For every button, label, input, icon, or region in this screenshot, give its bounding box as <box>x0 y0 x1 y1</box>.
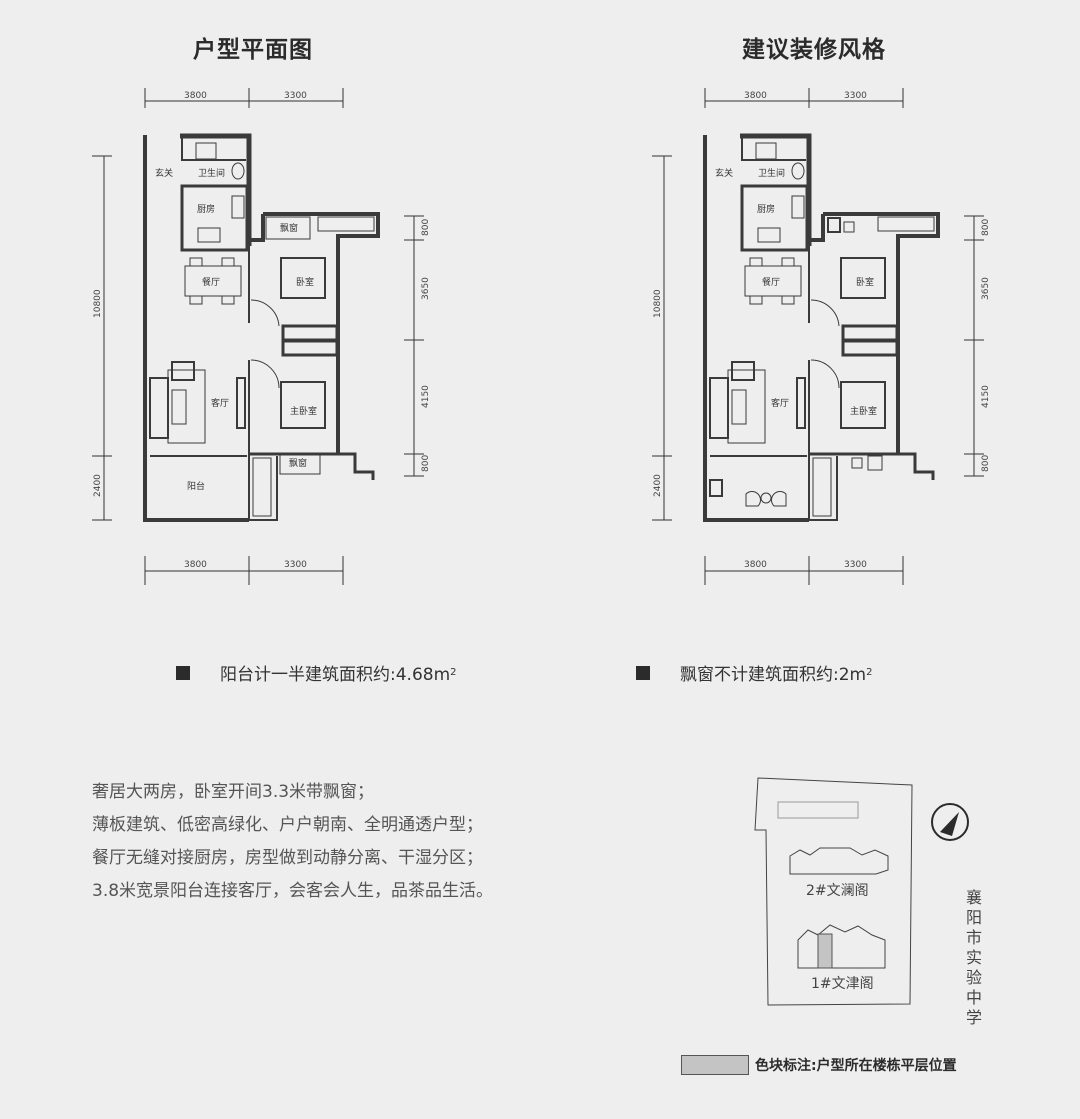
description-line: 薄板建筑、低密高绿化、户户朝南、全明通透户型； <box>92 815 483 835</box>
dim-right-1: 800 <box>981 219 991 236</box>
dim-right-2: 3650 <box>981 277 991 300</box>
room-balcony: 阳台 <box>187 480 205 492</box>
room-bay-window-bottom: 飘窗 <box>289 457 307 469</box>
room-kitchen: 厨房 <box>757 203 775 215</box>
dim-top-b: 3300 <box>844 91 867 101</box>
dim-left-total: 10800 <box>93 289 103 318</box>
room-dining: 餐厅 <box>762 276 780 288</box>
dim-right-4: 800 <box>421 455 431 472</box>
area-unit-superscript: 2 <box>866 667 873 678</box>
floor-plan-right: 3800 3300 3800 3300 10800 2400 800 3650 … <box>652 88 991 585</box>
description-line: 奢居大两房，卧室开间3.3米带飘窗； <box>92 782 375 802</box>
dim-top-a: 3800 <box>744 91 767 101</box>
building-1-label: 1#文津阁 <box>811 976 874 992</box>
dim-left-total: 10800 <box>653 289 663 318</box>
room-living: 客厅 <box>771 397 789 409</box>
dim-right-1: 800 <box>421 219 431 236</box>
room-bedroom: 卧室 <box>296 276 314 288</box>
dim-bottom-b: 3300 <box>284 560 307 570</box>
room-master-bedroom: 主卧室 <box>850 405 877 417</box>
balcony-area-text: 阳台计一半建筑面积约:4.68m <box>220 665 451 685</box>
highlighted-unit-block <box>817 933 833 969</box>
decoration-style-title: 建议装修风格 <box>742 37 886 63</box>
legend: 色块标注:户型所在楼栋平层位置 <box>681 1055 957 1075</box>
area-unit-superscript: 2 <box>450 667 457 678</box>
floor-plan-left: 3800 3300 3800 3300 10800 2400 800 3650 … <box>92 88 431 585</box>
dim-right-3: 4150 <box>421 385 431 408</box>
dim-right-2: 3650 <box>421 277 431 300</box>
legend-swatch <box>681 1055 749 1075</box>
room-bay-window-top: 飘窗 <box>280 222 298 234</box>
room-master-bedroom: 主卧室 <box>290 405 317 417</box>
room-kitchen: 厨房 <box>197 203 215 215</box>
room-entry: 玄关 <box>715 167 733 179</box>
description-line: 3.8米宽景阳台连接客厅，会客会人生，品茶品生活。 <box>92 881 494 901</box>
bay-window-area-text: 飘窗不计建筑面积约:2m <box>680 665 867 685</box>
dim-bottom-a: 3800 <box>184 560 207 570</box>
room-bedroom: 卧室 <box>856 276 874 288</box>
dim-right-3: 4150 <box>981 385 991 408</box>
room-living: 客厅 <box>211 397 229 409</box>
legend-label: 色块标注:户型所在楼栋平层位置 <box>755 1058 957 1074</box>
room-dining: 餐厅 <box>202 276 220 288</box>
room-bathroom: 卫生间 <box>198 167 225 179</box>
description-line: 餐厅无缝对接厨房，房型做到动静分离、干湿分区； <box>92 848 483 868</box>
dim-bottom-a: 3800 <box>744 560 767 570</box>
room-entry: 玄关 <box>155 167 173 179</box>
dim-left-balcony: 2400 <box>93 474 103 497</box>
bullet-square <box>176 665 190 680</box>
dim-right-4: 800 <box>981 455 991 472</box>
bullet-square <box>636 665 650 680</box>
building-2-label: 2#文澜阁 <box>806 883 869 899</box>
school-label: 襄阳市实验中学 <box>965 888 982 1027</box>
compass-icon <box>931 803 969 841</box>
dim-top-b: 3300 <box>284 91 307 101</box>
floor-plan-title: 户型平面图 <box>193 37 313 63</box>
dim-bottom-b: 3300 <box>844 560 867 570</box>
dim-top-a: 3800 <box>184 91 207 101</box>
description: 奢居大两房，卧室开间3.3米带飘窗； 薄板建筑、低密高绿化、户户朝南、全明通透户… <box>92 776 493 908</box>
room-bathroom: 卫生间 <box>758 167 785 179</box>
dim-left-balcony: 2400 <box>653 474 663 497</box>
